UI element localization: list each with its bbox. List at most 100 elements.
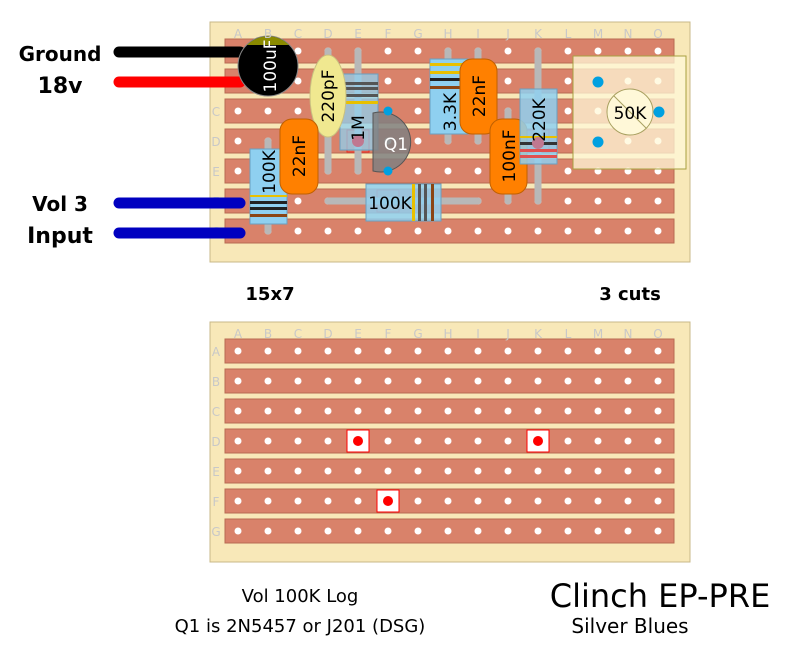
hole [234,137,242,145]
column-label: K [534,327,543,341]
hole [354,347,362,355]
hole [624,497,632,505]
transistor-q1-label: Q1 [384,135,408,155]
hole [594,347,602,355]
resistor-1m[interactable]: 1M [339,73,379,151]
column-label: B [264,327,272,341]
hole [564,347,572,355]
hole [324,437,332,445]
capacitor-100nf[interactable]: 100nF [489,118,528,195]
hole [654,347,662,355]
row-label: G [211,525,220,539]
capacitor-220pf[interactable]: 220pF [309,54,347,138]
strip-cut-mark [533,436,543,446]
hole [534,467,542,475]
hole [474,527,482,535]
column-label: I [476,327,480,341]
column-label: N [624,327,633,341]
hole [324,227,332,235]
hole [504,467,512,475]
column-label: C [294,27,302,41]
hole [264,437,272,445]
hole [504,77,512,85]
hole [624,407,632,415]
hole [654,527,662,535]
hole [414,527,422,535]
hole [414,437,422,445]
hole [594,437,602,445]
hole [234,107,242,115]
resistor-220k[interactable]: 220K [519,88,558,165]
hole [264,377,272,385]
row-label: C [212,105,220,119]
hole [474,227,482,235]
hole [654,227,662,235]
hole [564,227,572,235]
hole [414,497,422,505]
hole [504,347,512,355]
row-label: F [213,495,220,509]
hole [414,47,422,55]
hole [534,407,542,415]
wires [113,46,246,239]
column-label: E [354,327,362,341]
hole [234,377,242,385]
row-label: C [212,405,220,419]
hole [414,227,422,235]
hole [444,407,452,415]
hole [624,437,632,445]
hole [234,527,242,535]
row-label: E [212,165,220,179]
ground-label: Ground [19,42,102,66]
capacitor-22nf-right-label: 22nF [470,75,490,117]
hole [264,407,272,415]
hole [384,407,392,415]
row-label: B [212,375,220,389]
hole [354,527,362,535]
hole [294,227,302,235]
hole [354,407,362,415]
column-label: O [653,327,662,341]
resistor-100k-horizontal[interactable]: 100K [365,183,442,222]
potentiometer-50k[interactable]: 50K [572,55,687,170]
note-vol: Vol 100K Log [242,586,359,607]
hole [594,47,602,55]
capacitor-100uf[interactable]: 100uF [237,35,299,97]
capacitor-22nf-left[interactable]: 22nF [279,118,319,195]
column-label: J [505,327,510,341]
hole [354,497,362,505]
hole [324,527,332,535]
hole [534,527,542,535]
hole [384,347,392,355]
hole [234,497,242,505]
hole [534,377,542,385]
column-label: M [593,327,603,341]
hole [414,167,422,175]
note-q1: Q1 is 2N5457 or J201 (DSG) [175,616,426,637]
column-label: G [413,27,422,41]
transistor-q1[interactable]: Q1 [372,106,412,176]
hole [384,527,392,535]
hole [654,467,662,475]
hole [624,197,632,205]
vol3-label: Vol 3 [32,192,88,216]
hole [264,497,272,505]
hole [414,377,422,385]
hole [294,197,302,205]
row-label: E [212,465,220,479]
hole [294,77,302,85]
resistor-1m-label: 1M [349,115,369,140]
hole [624,347,632,355]
hole [564,47,572,55]
hole [234,347,242,355]
strip-cut-mark [353,436,363,446]
hole [504,437,512,445]
hole [474,167,482,175]
hole [654,377,662,385]
hole [414,407,422,415]
column-label: H [443,27,452,41]
hole [354,467,362,475]
capacitor-22nf-right[interactable]: 22nF [459,58,498,135]
hole [594,407,602,415]
hole [444,227,452,235]
